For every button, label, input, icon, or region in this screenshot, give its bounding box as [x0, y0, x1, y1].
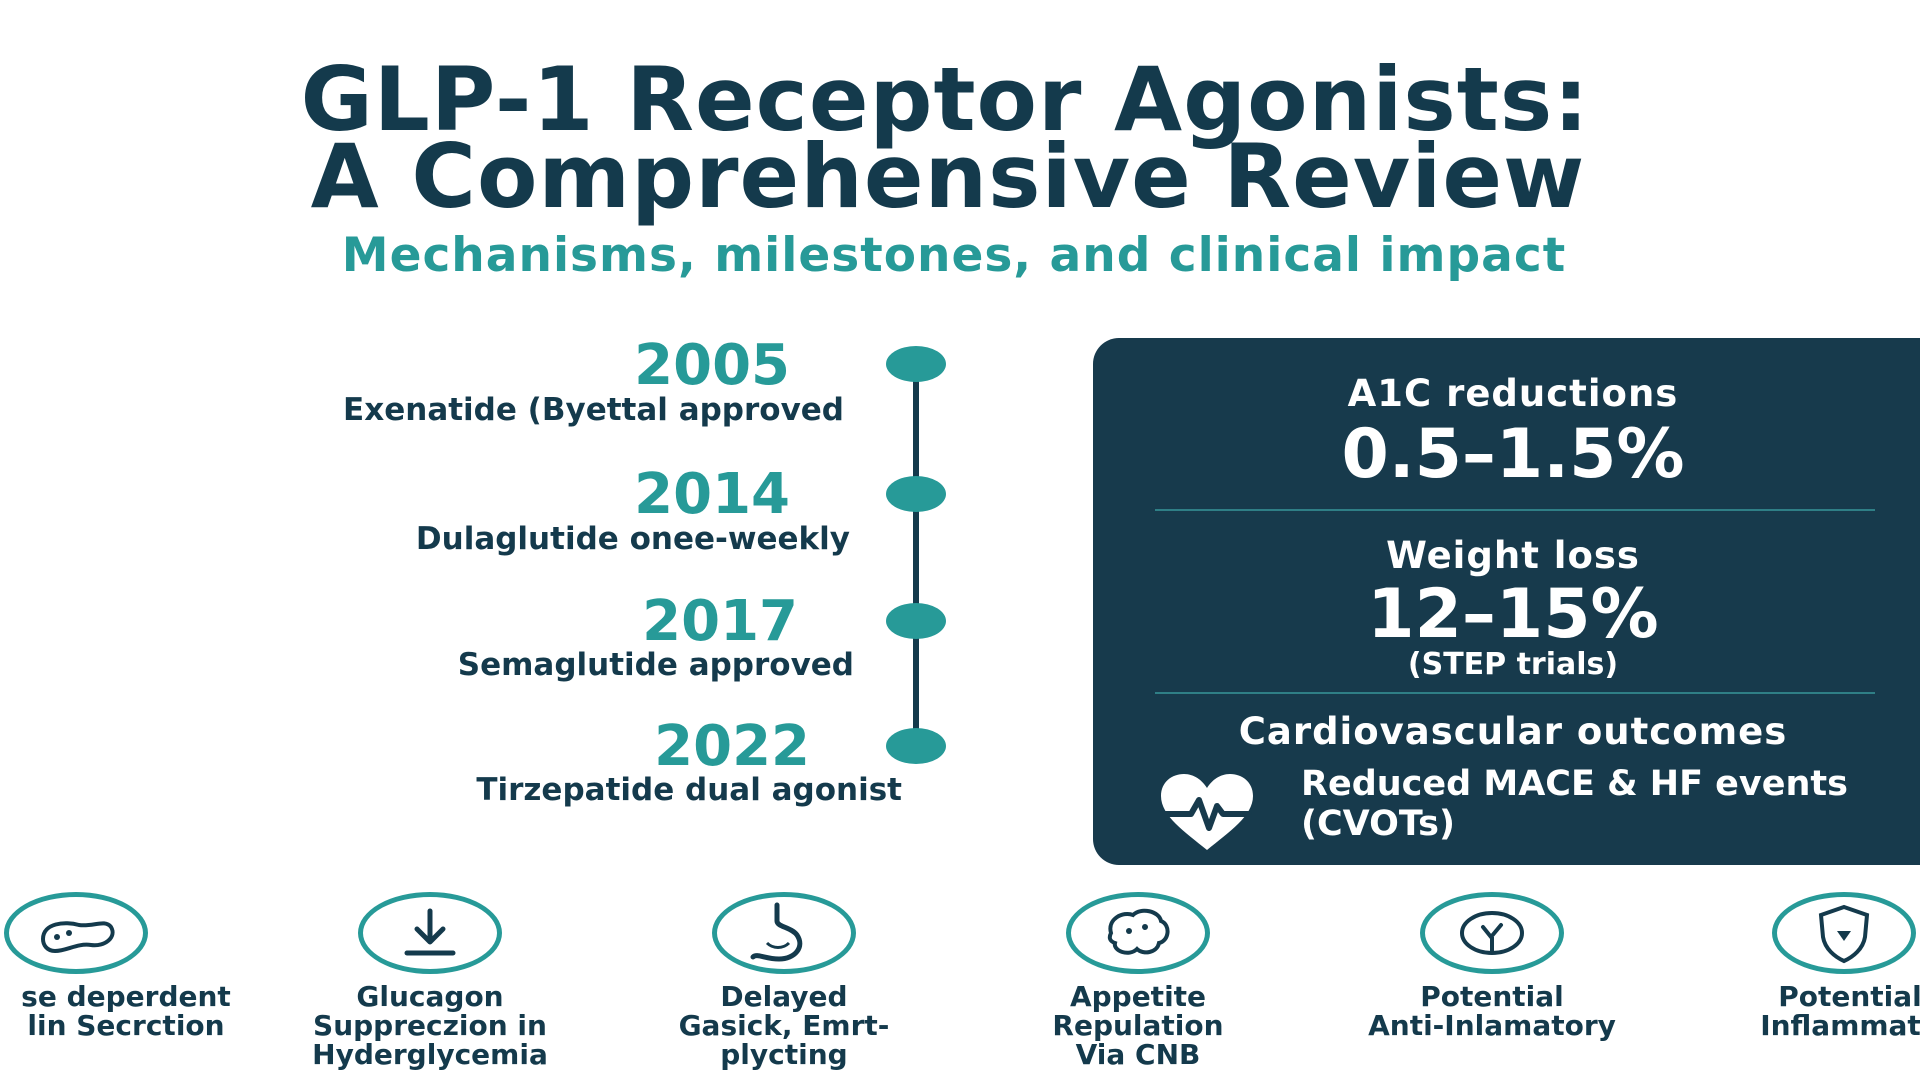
weight-loss-label: Weight loss: [1386, 534, 1640, 577]
weight-loss-value: 12–15%: [1367, 575, 1659, 654]
mechanism-label: Appetite Repulation Via CNB: [1052, 980, 1224, 1071]
title-line-2: A Comprehensive Review: [310, 125, 1586, 228]
panel-divider: [1155, 692, 1875, 694]
a1c-value: 0.5–1.5%: [1341, 415, 1685, 494]
timeline-line: [913, 362, 919, 746]
heart-rate-icon: [1155, 770, 1259, 854]
timeline-description: Dulaglutide onee-weekly: [415, 521, 850, 557]
mechanism-label: Potential Inflammate: [1760, 980, 1920, 1042]
timeline-year: 2005: [634, 333, 790, 398]
panel-divider: [1155, 509, 1875, 511]
pancreas-icon: [4, 892, 148, 974]
download-arrow-icon: [358, 892, 502, 974]
title-line-1: GLP-1 Receptor Agonists:: [300, 48, 1590, 151]
inflammation-icon: [1420, 892, 1564, 974]
cardiovascular-outcome-text: Reduced MACE & HF events (CVOTs): [1301, 764, 1848, 844]
brain-icon: [1066, 892, 1210, 974]
mechanism-label: se deperdent lin Secrction: [21, 980, 231, 1042]
timeline-dot: [886, 476, 946, 512]
timeline-year: 2022: [654, 714, 810, 779]
subtitle: Mechanisms, milestones, and clinical imp…: [341, 228, 1567, 283]
cardiovascular-label: Cardiovascular outcomes: [1238, 710, 1788, 753]
weight-loss-note: (STEP trials): [1407, 647, 1619, 682]
mechanism-label: Delayed Gasick, Emrt- plycting: [678, 980, 890, 1071]
shield-icon: [1772, 892, 1916, 974]
timeline-dot: [886, 346, 946, 382]
timeline-dot: [886, 603, 946, 639]
stomach-icon: [712, 892, 856, 974]
mechanism-label: Potential Anti-Inlamatory: [1368, 980, 1616, 1042]
timeline-dot: [886, 728, 946, 764]
timeline-description: Semaglutide approved: [457, 647, 854, 683]
timeline-year: 2014: [634, 462, 790, 527]
a1c-label: A1C reductions: [1347, 372, 1679, 415]
mechanism-label: Glucagon Suppreczion in Hyderglycemia: [312, 980, 548, 1071]
clinical-outcomes-panel: A1C reductions 0.5–1.5% Weight loss 12–1…: [1093, 338, 1920, 865]
timeline-year: 2017: [642, 589, 798, 654]
timeline-description: Tirzepatide dual agonist: [476, 772, 902, 808]
timeline-description: Exenatide (Byettal approved: [343, 392, 844, 428]
